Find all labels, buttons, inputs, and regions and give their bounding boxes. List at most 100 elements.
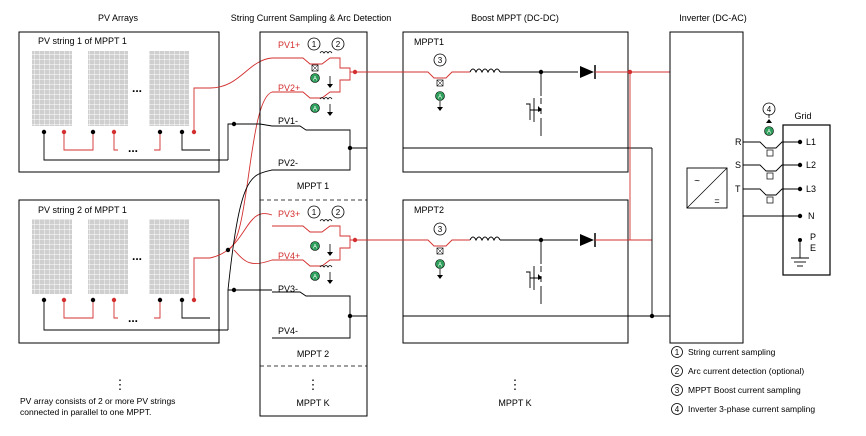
- boost-mppt-1: MPPT1 3 A: [367, 31, 652, 173]
- svg-text:3: 3: [438, 225, 443, 234]
- header-string-sampling: String Current Sampling & Arc Detection: [231, 13, 392, 23]
- label-mppt2: MPPT2: [414, 205, 444, 215]
- svg-text:1: 1: [675, 348, 680, 357]
- grid-pe-p: P: [810, 232, 816, 242]
- marker-2: 2: [331, 205, 345, 219]
- svg-text:1: 1: [312, 40, 317, 49]
- svg-text:4: 4: [767, 105, 772, 114]
- label-mppt-k-boost: MPPT K: [498, 398, 531, 408]
- label-pv2-minus: PV2-: [278, 158, 298, 168]
- current-sensor-icon: A: [310, 241, 320, 251]
- ground-icon: [791, 240, 809, 267]
- legend-item: 2 Arc current detection (optional): [671, 365, 804, 377]
- grid-pe-e: E: [810, 243, 816, 253]
- grid-l1: L1: [806, 137, 816, 147]
- svg-text:4: 4: [675, 405, 680, 414]
- svg-text:A: A: [313, 275, 317, 281]
- footnote-line-2: connected in parallel to one MPPT.: [20, 407, 151, 417]
- label-mppt-2-group: MPPT 2: [297, 349, 329, 359]
- svg-text:2: 2: [336, 208, 341, 217]
- marker-1: 1: [307, 205, 321, 219]
- pv-panel: [88, 51, 128, 126]
- header-boost-mppt: Boost MPPT (DC-DC): [471, 13, 559, 23]
- marker-2: 2: [331, 37, 345, 51]
- label-pv4-minus: PV4-: [278, 326, 298, 336]
- svg-text:A: A: [313, 77, 317, 83]
- vdots: ⋮: [114, 377, 127, 392]
- mosfet-icon: [526, 103, 541, 120]
- vdots: ⋮: [509, 377, 522, 392]
- ellipsis: ...: [128, 141, 138, 155]
- svg-text:A: A: [438, 263, 442, 269]
- label-mppt-k-sampling: MPPT K: [296, 398, 329, 408]
- inverter-symbol-icon: ~ =: [686, 167, 728, 209]
- current-sensor-icon: A: [310, 73, 320, 83]
- svg-text:3: 3: [675, 386, 680, 395]
- phase-t-label: T: [735, 184, 741, 194]
- phase-outputs: [743, 141, 800, 217]
- pv-panel: [32, 219, 72, 294]
- svg-text:A: A: [767, 130, 771, 136]
- legend-text: Arc current detection (optional): [688, 366, 804, 376]
- legend: 1 String current sampling 2 Arc current …: [671, 346, 815, 415]
- vdots: ⋮: [307, 377, 320, 392]
- label-pv1-minus: PV1-: [278, 116, 298, 126]
- pv-string-2: PV string 2 of MPPT 1 ... ...: [18, 199, 228, 344]
- phase-s-label: S: [735, 160, 741, 170]
- current-sensor-icon: A: [435, 259, 445, 269]
- ellipsis: ...: [128, 311, 138, 325]
- label-pv4-plus: PV4+: [278, 251, 300, 261]
- header-inverter: Inverter (DC-AC): [679, 13, 747, 23]
- pv-panel: [149, 219, 189, 294]
- footnote-line-1: PV array consists of 2 or more PV string…: [20, 396, 175, 406]
- legend-item: 4 Inverter 3-phase current sampling: [671, 403, 815, 415]
- pv-panel: [88, 219, 128, 294]
- legend-text: String current sampling: [688, 347, 776, 357]
- boost-mppt-2: MPPT2 3 A: [367, 199, 652, 344]
- legend-text: MPPT Boost current sampling: [688, 385, 801, 395]
- grid-n: N: [808, 211, 815, 221]
- sampling-box: PV1+ PV2+ PV1- PV2- MPPT 1 1 2 A A: [259, 31, 368, 417]
- svg-text:2: 2: [675, 367, 680, 376]
- svg-text:A: A: [313, 107, 317, 113]
- current-sensor-icon: A: [310, 271, 320, 281]
- pv-to-sampling-wiring: [209, 57, 273, 330]
- pv-string-1-title: PV string 1 of MPPT 1: [38, 36, 127, 46]
- ellipsis: ...: [132, 81, 142, 95]
- pv-string-1: PV string 1 of MPPT 1 ... ...: [18, 31, 228, 173]
- current-sensor-icon: A: [310, 103, 320, 113]
- label-pv3-plus: PV3+: [278, 209, 300, 219]
- marker-4: 4: [762, 102, 776, 116]
- grid-box: Grid L1 L2 L3 N P E: [782, 111, 831, 276]
- svg-text:=: =: [714, 196, 719, 206]
- header-pv-arrays: PV Arrays: [98, 13, 139, 23]
- current-sensor-icon: A: [764, 126, 774, 136]
- grid-title: Grid: [794, 111, 811, 121]
- svg-text:2: 2: [336, 40, 341, 49]
- grid-l3: L3: [806, 184, 816, 194]
- svg-text:3: 3: [438, 56, 443, 65]
- diode-icon: [580, 66, 594, 78]
- mosfet-icon: [526, 271, 541, 288]
- phase-r-label: R: [735, 137, 742, 147]
- marker-3: 3: [433, 53, 447, 67]
- svg-text:A: A: [438, 95, 442, 101]
- svg-text:~: ~: [694, 176, 700, 187]
- diode-icon: [580, 234, 594, 246]
- svg-text:A: A: [313, 245, 317, 251]
- legend-item: 1 String current sampling: [671, 346, 776, 358]
- pv-panel: [149, 51, 189, 126]
- label-pv2-plus: PV2+: [278, 83, 300, 93]
- current-sensor-icon: A: [435, 91, 445, 101]
- ellipsis: ...: [132, 249, 142, 263]
- label-mppt-1-group: MPPT 1: [297, 181, 329, 191]
- inverter-box: ~ = R S T: [669, 31, 744, 344]
- marker-3: 3: [433, 222, 447, 236]
- label-pv3-minus: PV3-: [278, 284, 298, 294]
- pv-string-2-title: PV string 2 of MPPT 1: [38, 205, 127, 215]
- marker-1: 1: [307, 37, 321, 51]
- legend-item: 3 MPPT Boost current sampling: [671, 384, 801, 396]
- label-mppt1: MPPT1: [414, 37, 444, 47]
- grid-l2: L2: [806, 160, 816, 170]
